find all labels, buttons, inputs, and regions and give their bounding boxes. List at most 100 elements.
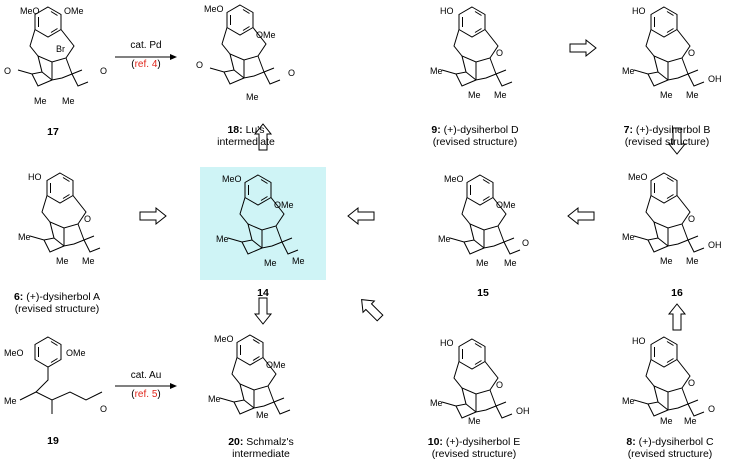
compound-20-number: 20:	[228, 436, 244, 448]
compound-6-label: 6: (+)-dysiherbol A (revised structure)	[2, 291, 112, 315]
svg-text:O: O	[100, 66, 107, 76]
arrow-down-14-20	[254, 297, 272, 325]
condition-bottom: cat. Au (ref. 5)	[118, 370, 174, 400]
structure-20: MeO OMe Me Me	[208, 334, 291, 420]
svg-text:O: O	[688, 48, 695, 58]
svg-text:OMe: OMe	[266, 360, 286, 370]
svg-text:O: O	[708, 404, 715, 414]
svg-text:OH: OH	[708, 74, 722, 84]
compound-7-number: 7:	[623, 124, 633, 136]
condition-bottom-ref[interactable]: ref. 5	[134, 389, 158, 400]
condition-top: cat. Pd (ref. 4)	[118, 40, 174, 70]
svg-text:Me: Me	[660, 416, 673, 426]
svg-text:O: O	[688, 214, 695, 224]
arrow-diag-10-15	[355, 293, 387, 325]
compound-9-name: (+)-dysiherbol D	[440, 124, 519, 136]
svg-text:OMe: OMe	[66, 348, 86, 358]
svg-text:Me: Me	[684, 416, 697, 426]
svg-text:Me: Me	[438, 234, 451, 244]
svg-text:MeO: MeO	[444, 174, 464, 184]
svg-text:Me: Me	[660, 90, 673, 100]
compound-14-label: 14	[257, 287, 269, 299]
svg-text:HO: HO	[440, 6, 454, 16]
compound-19-label: 19	[47, 435, 59, 447]
svg-text:Me: Me	[4, 396, 17, 406]
structure-15: MeO OMe Me Me Me O	[438, 174, 529, 268]
svg-text:MeO: MeO	[20, 6, 40, 16]
svg-text:Me: Me	[56, 256, 69, 266]
svg-text:O: O	[522, 238, 529, 248]
compound-8-number: 8:	[626, 436, 636, 448]
svg-text:MeO: MeO	[222, 174, 242, 184]
svg-text:Me: Me	[430, 398, 443, 408]
svg-text:Br: Br	[56, 44, 65, 54]
svg-text:Me: Me	[292, 256, 305, 266]
svg-text:HO: HO	[632, 6, 646, 16]
svg-text:O: O	[496, 48, 503, 58]
arrow-19-20	[115, 383, 177, 389]
svg-text:O: O	[84, 214, 91, 224]
compound-9-number: 9:	[431, 124, 441, 136]
svg-text:O: O	[688, 378, 695, 388]
svg-text:Me: Me	[62, 96, 75, 106]
compound-6-number: 6:	[13, 291, 24, 303]
svg-text:MeO: MeO	[4, 348, 24, 358]
structure-8: HO O Me Me Me O	[622, 336, 715, 426]
condition-top-ref[interactable]: ref. 4	[134, 59, 158, 70]
svg-text:Me: Me	[622, 232, 635, 242]
compound-10-label: 10: (+)-dysiherbol E (revised structure)	[414, 436, 534, 460]
svg-text:MeO: MeO	[628, 172, 648, 182]
condition-top-reagent: cat. Pd	[130, 40, 162, 51]
svg-text:Me: Me	[246, 92, 259, 102]
svg-text:HO: HO	[28, 172, 42, 182]
compound-8-desc: (revised structure)	[627, 448, 713, 460]
svg-text:OMe: OMe	[274, 200, 294, 210]
svg-text:MeO: MeO	[214, 334, 234, 344]
svg-text:Me: Me	[208, 394, 221, 404]
svg-text:OH: OH	[516, 406, 530, 416]
compound-20-label: 20: Schmalz's intermediate	[196, 436, 326, 460]
compound-6-name: (+)-dysiherbol A	[23, 291, 101, 303]
arrow-17-18	[115, 54, 177, 60]
svg-text:OH: OH	[708, 240, 722, 250]
svg-text:HO: HO	[632, 336, 646, 346]
svg-text:OMe: OMe	[496, 200, 516, 210]
svg-text:Me: Me	[622, 396, 635, 406]
svg-text:MeO: MeO	[204, 4, 224, 14]
compound-15-label: 15	[477, 287, 489, 299]
structure-9: HO O Me Me Me	[430, 6, 513, 100]
condition-bottom-reagent: cat. Au	[130, 370, 162, 381]
svg-text:OMe: OMe	[256, 30, 276, 40]
compound-10-desc: (revised structure)	[431, 448, 517, 460]
svg-text:Me: Me	[476, 258, 489, 268]
svg-text:Me: Me	[468, 416, 481, 426]
svg-text:Me: Me	[686, 256, 699, 266]
structure-18: MeO OMe O O Me	[196, 4, 295, 102]
svg-text:Me: Me	[216, 234, 229, 244]
compound-17-label: 17	[47, 126, 59, 138]
structure-7: HO O Me OH Me Me	[622, 6, 722, 100]
compound-16-label: 16	[671, 287, 683, 299]
structure-6: HO O Me Me Me	[18, 172, 101, 266]
compound-9-desc: (revised structure)	[432, 136, 518, 148]
arrow-up-8-16	[668, 303, 686, 331]
svg-text:Me: Me	[660, 256, 673, 266]
highlight-box-14	[200, 167, 326, 280]
svg-text:HO: HO	[440, 338, 454, 348]
svg-text:OMe: OMe	[64, 6, 84, 16]
svg-text:Me: Me	[468, 90, 481, 100]
structure-14: MeO OMe Me Me Me	[216, 174, 305, 268]
compound-10-number: 10:	[427, 436, 443, 448]
compound-18-name: Lu's	[242, 124, 265, 136]
compound-18-number: 18:	[227, 124, 243, 136]
compound-10-name: (+)-dysiherbol E	[442, 436, 521, 448]
compound-7-desc: (revised structure)	[624, 136, 710, 148]
compound-8-label: 8: (+)-dysiherbol C (revised structure)	[612, 436, 728, 460]
svg-text:Me: Me	[686, 90, 699, 100]
structure-17: MeO OMe Br O O Me Me	[4, 6, 107, 106]
svg-text:Me: Me	[34, 96, 47, 106]
compound-8-name: (+)-dysiherbol C	[635, 436, 714, 448]
svg-text:Me: Me	[504, 258, 517, 268]
